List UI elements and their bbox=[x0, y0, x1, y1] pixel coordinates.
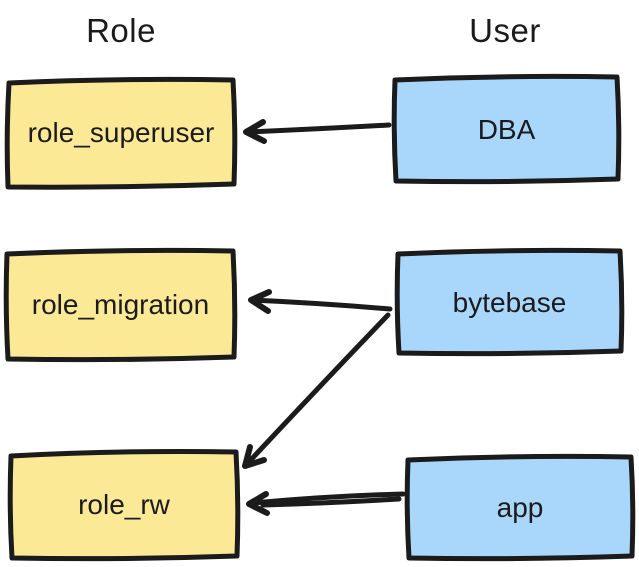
arrowhead-icon bbox=[243, 119, 267, 144]
arrow-bytebase-to-role-rw bbox=[242, 312, 391, 469]
role-migration-box bbox=[3, 247, 238, 363]
node-label-app: app bbox=[496, 491, 544, 523]
user-dba-box bbox=[391, 73, 622, 185]
arrow-shaft bbox=[249, 297, 393, 312]
arrowhead-icon bbox=[246, 491, 270, 516]
arrow-dba-to-role-superuser bbox=[243, 119, 392, 144]
user-app-box bbox=[404, 453, 636, 562]
arrowhead-icon bbox=[242, 444, 267, 469]
arrow-shaft bbox=[244, 122, 392, 135]
arrow-shaft-overdraw bbox=[260, 496, 402, 508]
arrow-shaft bbox=[243, 312, 391, 468]
node-label-role-rw: role_rw bbox=[78, 489, 170, 520]
user-bytebase-box bbox=[394, 247, 625, 357]
role-superuser-box bbox=[4, 76, 238, 190]
node-label-role-superuser: role_superuser bbox=[27, 117, 215, 148]
node-label-dba: DBA bbox=[477, 113, 536, 145]
arrow-app-to-role-rw bbox=[246, 491, 406, 516]
role-rw-box bbox=[7, 449, 241, 562]
arrow-shaft bbox=[250, 491, 406, 506]
column-title-role: Role bbox=[86, 12, 156, 49]
arrow-bytebase-to-role-migration bbox=[248, 289, 393, 314]
arrowhead-icon bbox=[248, 289, 272, 314]
node-label-bytebase: bytebase bbox=[452, 286, 567, 318]
column-title-user: User bbox=[469, 12, 541, 49]
node-label-role-migration: role_migration bbox=[31, 289, 210, 320]
